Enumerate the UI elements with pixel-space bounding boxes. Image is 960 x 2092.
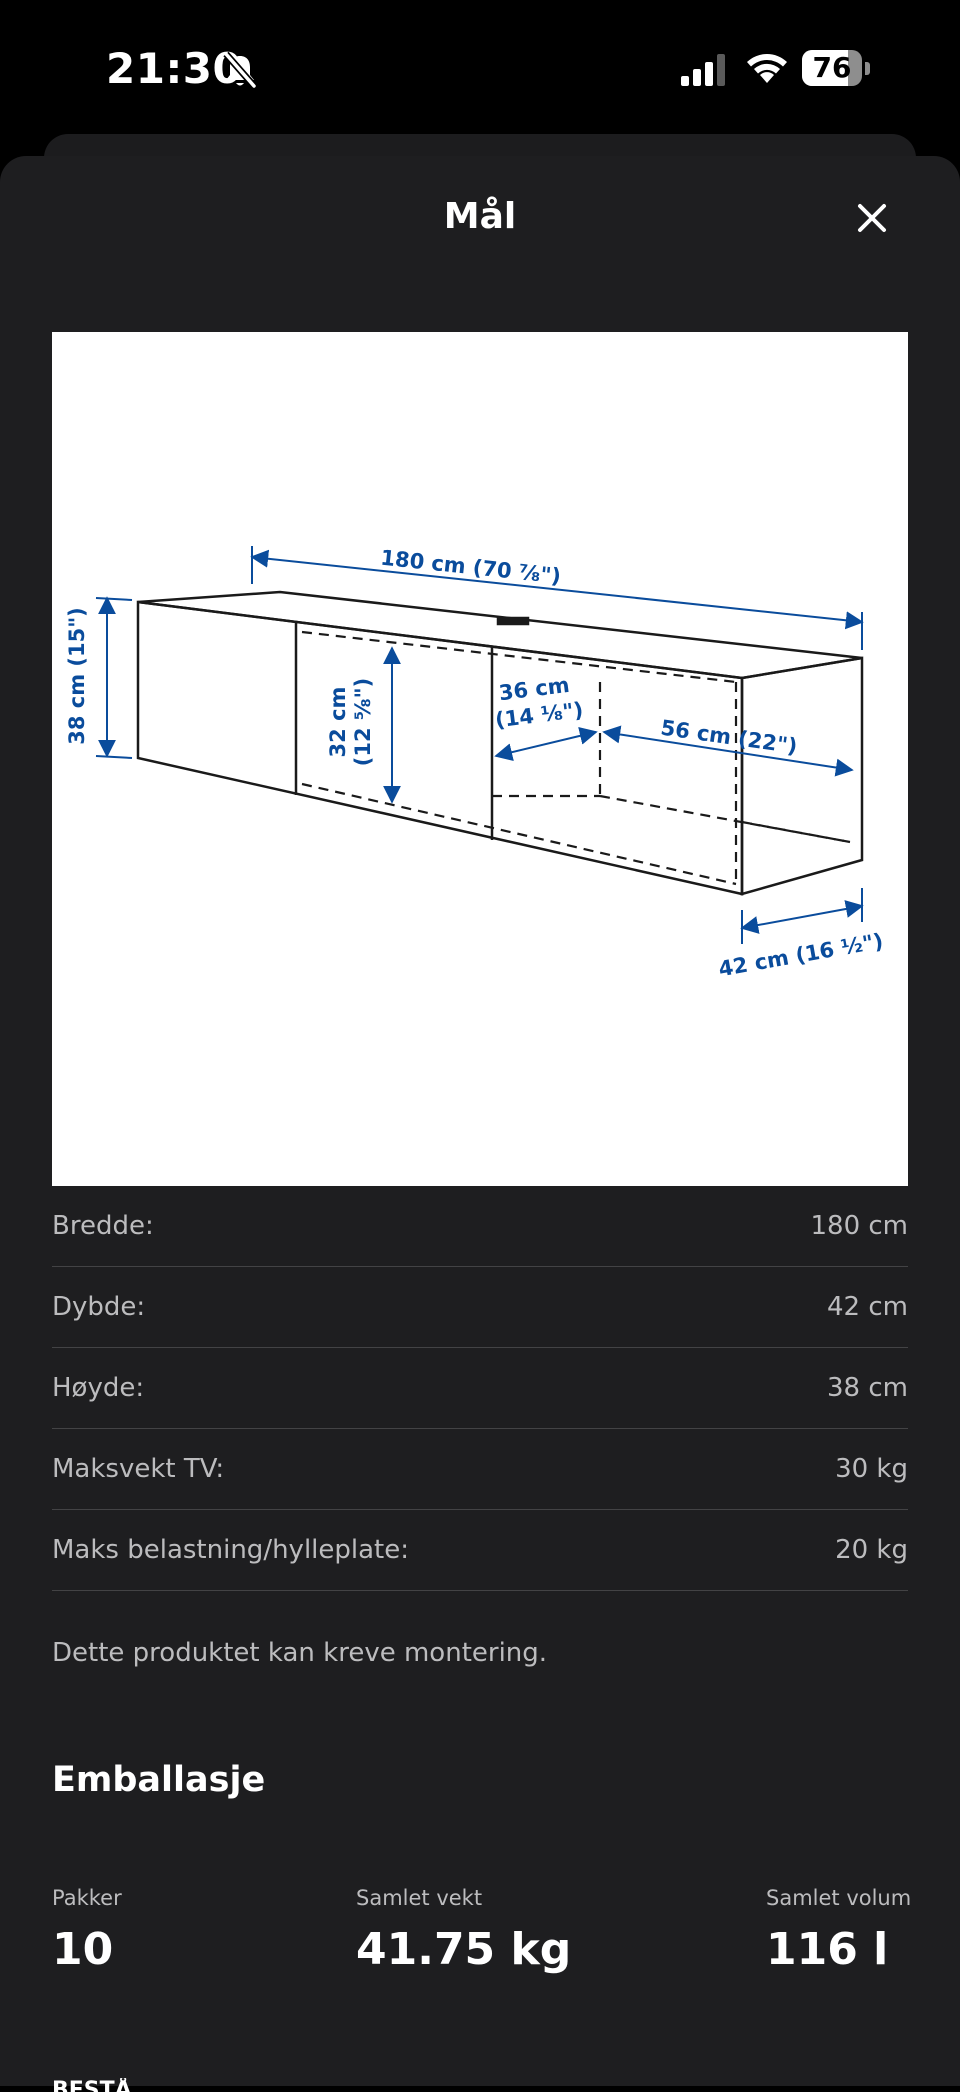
spec-row-height: Høyde: 38 cm [52, 1348, 908, 1429]
height-dimension-label: 38 cm (15") [65, 607, 89, 745]
inner-height-dimension-label-inches: (12 ⅝") [351, 678, 375, 766]
sheet-title: Mål [443, 196, 517, 237]
next-section-heading: BESTÅ [52, 2078, 132, 2092]
bell-muted-icon [223, 51, 257, 89]
close-icon[interactable] [852, 198, 892, 238]
stat-value: 10 [52, 1924, 114, 1975]
spec-row-width: Bredde: 180 cm [52, 1186, 908, 1267]
stat-value: 41.75 kg [356, 1924, 572, 1975]
dimensions-sheet: Mål [0, 156, 960, 2092]
assembly-note: Dette produktet kan kreve montering. [52, 1638, 548, 1668]
status-time: 21:30 [106, 44, 243, 93]
spec-row-max-shelf-load: Maks belastning/hylleplate: 20 kg [52, 1510, 908, 1591]
spec-label: Høyde: [52, 1373, 145, 1403]
status-bar: 21:30 76 [0, 0, 960, 140]
spec-row-max-tv-weight: Maksvekt TV: 30 kg [52, 1429, 908, 1510]
inner-height-dimension-label: 32 cm [326, 687, 350, 758]
wifi-icon [747, 54, 787, 83]
spec-value: 180 cm [810, 1211, 908, 1241]
spec-label: Dybde: [52, 1292, 146, 1322]
spec-label: Maksvekt TV: [52, 1454, 225, 1484]
total-weight-stat: Samlet vekt 41.75 kg [356, 1886, 571, 1975]
cellular-signal-icon [681, 54, 725, 86]
stat-label: Samlet volum [766, 1886, 912, 1910]
spec-row-depth: Dybde: 42 cm [52, 1267, 908, 1348]
cabinet-interior [301, 630, 851, 886]
dimension-illustration: 180 cm (70 ⅞") 38 cm (15") 32 cm (12 ⅝")… [52, 332, 908, 1186]
packaging-title: Emballasje [52, 1760, 266, 1800]
stat-value: 116 l [766, 1924, 889, 1975]
spec-label: Bredde: [52, 1211, 154, 1241]
spec-value: 30 kg [835, 1454, 908, 1484]
battery-indicator: 76 [802, 50, 872, 88]
spec-label: Maks belastning/hylleplate: [52, 1535, 409, 1565]
dimension-lines [95, 546, 864, 944]
packages-stat: Pakker 10 [52, 1886, 122, 1975]
spec-value: 42 cm [827, 1292, 908, 1322]
width-dimension-label: 180 cm (70 ⅞") [379, 546, 562, 589]
total-volume-stat: Samlet volum 116 l [766, 1886, 911, 1975]
battery-level: 76 [812, 51, 852, 84]
stat-label: Samlet vekt [356, 1886, 483, 1910]
stat-label: Pakker [52, 1886, 122, 1910]
spec-value: 20 kg [835, 1535, 908, 1565]
spec-value: 38 cm [827, 1373, 908, 1403]
spec-list: Bredde: 180 cm Dybde: 42 cm Høyde: 38 cm… [52, 1186, 908, 1591]
